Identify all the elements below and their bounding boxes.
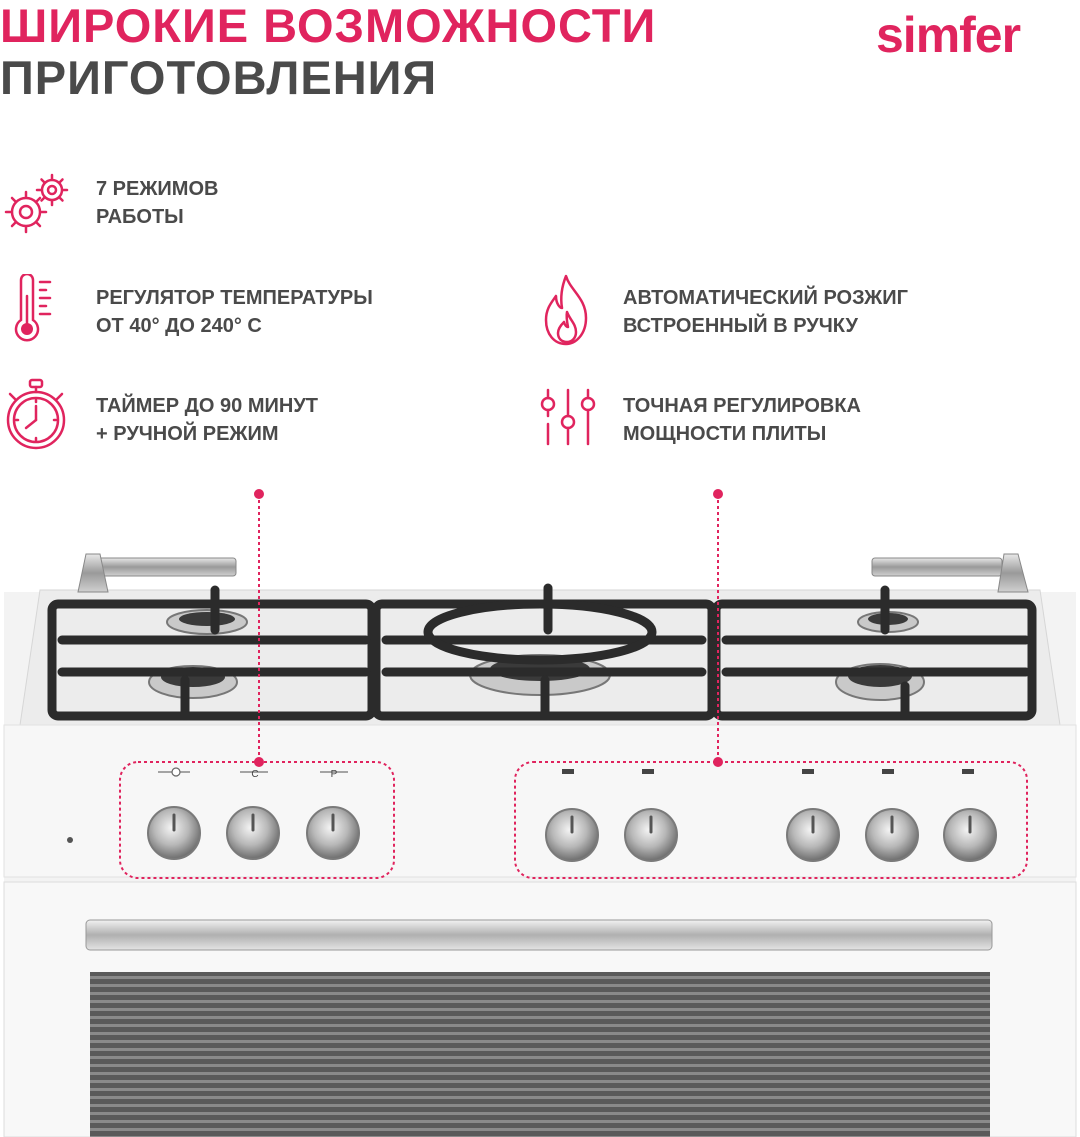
sliders-icon <box>540 388 596 446</box>
feature-ignition: АВТОМАТИЧЕСКИЙ РОЗЖИГ ВСТРОЕННЫЙ В РУЧКУ <box>623 284 908 340</box>
feature-line: 7 РЕЖИМОВ <box>96 178 219 200</box>
feature-line: МОЩНОСТИ ПЛИТЫ <box>623 423 827 445</box>
feature-power-control: ТОЧНАЯ РЕГУЛИРОВКА МОЩНОСТИ ПЛИТЫ <box>623 392 861 448</box>
page-title-line-1: ШИРОКИЕ ВОЗМОЖНОСТИ <box>0 0 657 52</box>
thermometer-icon <box>14 274 52 342</box>
feature-line: ОТ 40° ДО 240° С <box>96 315 262 337</box>
stove-image: C P <box>3 489 1077 1137</box>
feature-line: РЕГУЛЯТОР ТЕМПЕРАТУРЫ <box>96 287 373 309</box>
oven-mode-label: C <box>251 769 258 780</box>
brand-logo: simfer <box>876 7 1021 63</box>
feature-line: + РУЧНОЙ РЕЖИМ <box>96 423 279 445</box>
stopwatch-icon <box>6 378 66 450</box>
feature-line: ТОЧНАЯ РЕГУЛИРОВКА <box>623 395 861 417</box>
oven-power-label: P <box>331 769 338 780</box>
feature-timer: ТАЙМЕР ДО 90 МИНУТ + РУЧНОЙ РЕЖИМ <box>96 392 318 448</box>
feature-line: РАБОТЫ <box>96 206 184 228</box>
flame-icon <box>544 274 588 346</box>
feature-line: АВТОМАТИЧЕСКИЙ РОЗЖИГ <box>623 287 908 309</box>
page-title-line-2: ПРИГОТОВЛЕНИЯ <box>0 51 438 104</box>
feature-line: ТАЙМЕР ДО 90 МИНУТ <box>96 395 318 417</box>
gears-icon <box>4 173 69 234</box>
feature-modes: 7 РЕЖИМОВ РАБОТЫ <box>96 175 218 231</box>
feature-line: ВСТРОЕННЫЙ В РУЧКУ <box>623 315 858 337</box>
feature-temperature: РЕГУЛЯТОР ТЕМПЕРАТУРЫ ОТ 40° ДО 240° С <box>96 284 373 340</box>
